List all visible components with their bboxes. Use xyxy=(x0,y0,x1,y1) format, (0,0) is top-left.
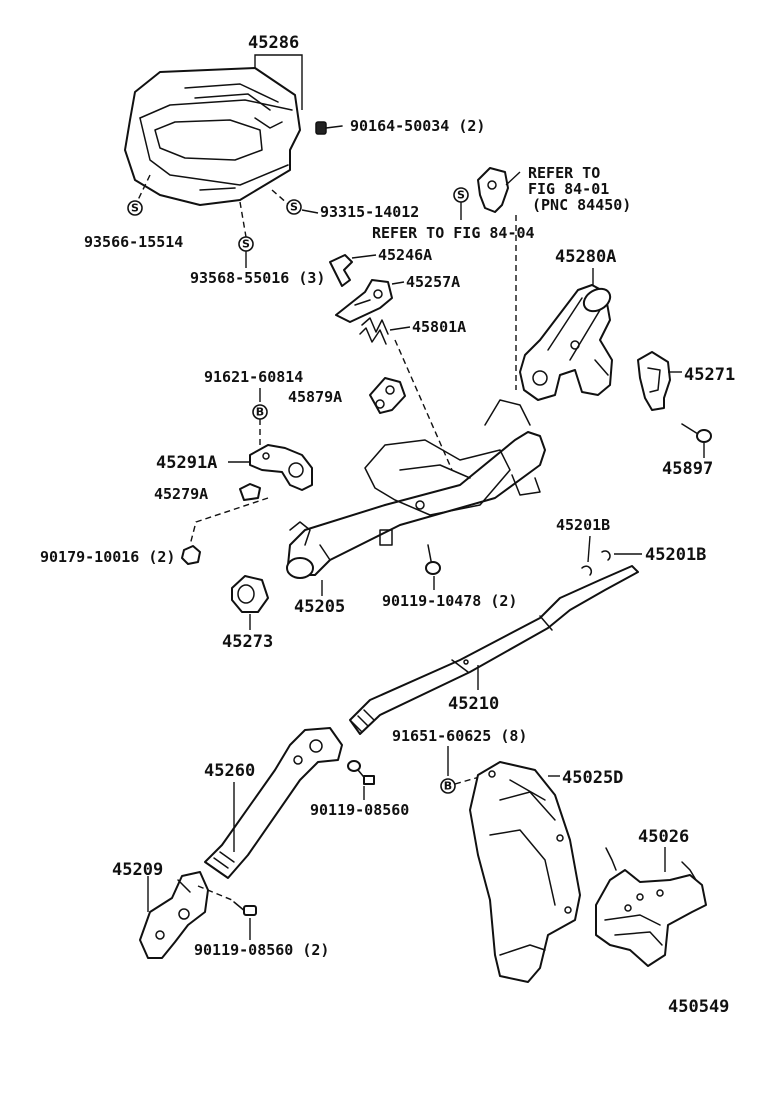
label-91621-60814: 91621-60814 xyxy=(204,368,303,386)
label-90119-08560: 90119-08560 xyxy=(310,801,409,819)
label-45246a: 45246A xyxy=(378,246,432,264)
label-45279a: 45279A xyxy=(154,485,208,503)
steering-column-cover-45286 xyxy=(124,67,301,206)
label-45201b-left: 45201B xyxy=(556,516,610,534)
bracket-45291a xyxy=(249,444,313,491)
bolt-90164-50034 xyxy=(315,121,343,135)
label-refer-line2: FIG 84-01 xyxy=(528,180,609,198)
screw-symbol-93568: S xyxy=(238,236,254,252)
ring-45201b-left xyxy=(581,565,593,576)
label-90164-50034: 90164-50034 (2) xyxy=(350,117,485,135)
label-45026: 45026 xyxy=(638,827,689,847)
label-93315-14012: 93315-14012 xyxy=(320,203,419,221)
bolt-90119-10478 xyxy=(425,544,441,575)
diagram-reference-code: 450549 xyxy=(668,997,729,1017)
label-45257a: 45257A xyxy=(406,273,460,291)
label-45273: 45273 xyxy=(222,632,273,652)
column-tube-45205 xyxy=(286,399,546,579)
label-45205: 45205 xyxy=(294,597,345,617)
label-45209: 45209 xyxy=(112,860,163,880)
label-45210: 45210 xyxy=(448,694,499,714)
universal-joint-45209 xyxy=(139,871,209,959)
switch-45879a xyxy=(369,377,406,414)
label-45291a: 45291A xyxy=(156,453,217,473)
plate-45271 xyxy=(637,351,671,411)
label-45286: 45286 xyxy=(248,33,299,53)
spring-45801a xyxy=(359,317,389,345)
svg-text:B: B xyxy=(444,780,452,793)
upper-bracket-45280a xyxy=(519,284,613,401)
bolt-90119-08560 xyxy=(347,760,375,785)
leader-93566 xyxy=(136,174,151,203)
lock-cylinder-ref-part xyxy=(477,167,509,213)
bolt-symbol-91651: B xyxy=(440,778,456,794)
svg-text:S: S xyxy=(457,189,465,202)
label-45280a: 45280A xyxy=(555,247,616,267)
label-refer-line3: (PNC 84450) xyxy=(532,196,631,214)
label-45897: 45897 xyxy=(662,459,713,479)
bushing-45273 xyxy=(231,575,269,613)
screw-symbol-93566: S xyxy=(127,200,143,216)
main-shaft-45210 xyxy=(349,565,639,735)
label-93566-15514: 93566-15514 xyxy=(84,233,183,251)
screw-symbol-93315: S xyxy=(286,199,302,215)
support-45257a xyxy=(335,279,393,323)
label-90119-08560-2: 90119-08560 (2) xyxy=(194,941,329,959)
label-93568-55016: 93568-55016 (3) xyxy=(190,269,325,287)
nut-90179-10016 xyxy=(181,545,201,565)
label-45879a: 45879A xyxy=(288,388,342,406)
clip-45279a xyxy=(239,483,261,501)
label-91651-60625: 91651-60625 (8) xyxy=(392,727,527,745)
screw-symbol-refer: S xyxy=(453,187,469,203)
label-45271: 45271 xyxy=(684,365,735,385)
label-45260: 45260 xyxy=(204,761,255,781)
leader-93315 xyxy=(271,189,289,205)
label-90119-10478: 90119-10478 (2) xyxy=(382,592,517,610)
svg-text:S: S xyxy=(131,202,139,215)
ring-45201b-right xyxy=(601,550,611,561)
leader-93568 xyxy=(239,201,247,238)
label-45801a: 45801A xyxy=(412,318,466,336)
intermediate-shaft-45260 xyxy=(204,727,343,879)
label-45201b-right: 45201B xyxy=(645,545,706,565)
bolt-45897 xyxy=(681,423,712,443)
bolt-symbol-91621: B xyxy=(252,404,268,420)
leader-45286 xyxy=(254,54,303,110)
cover-45026 xyxy=(595,847,707,967)
label-refer-line1: REFER TO xyxy=(528,164,600,182)
svg-text:B: B xyxy=(256,406,264,419)
label-45025d: 45025D xyxy=(562,768,623,788)
bolt-90119-08560-2 xyxy=(233,901,257,916)
cover-45025d xyxy=(469,761,581,983)
svg-text:S: S xyxy=(290,201,298,214)
svg-text:S: S xyxy=(242,238,250,251)
label-refer-84-04: REFER TO FIG 84-04 xyxy=(372,224,535,242)
bracket-45246a xyxy=(329,254,353,287)
label-90179-10016: 90179-10016 (2) xyxy=(40,548,175,566)
